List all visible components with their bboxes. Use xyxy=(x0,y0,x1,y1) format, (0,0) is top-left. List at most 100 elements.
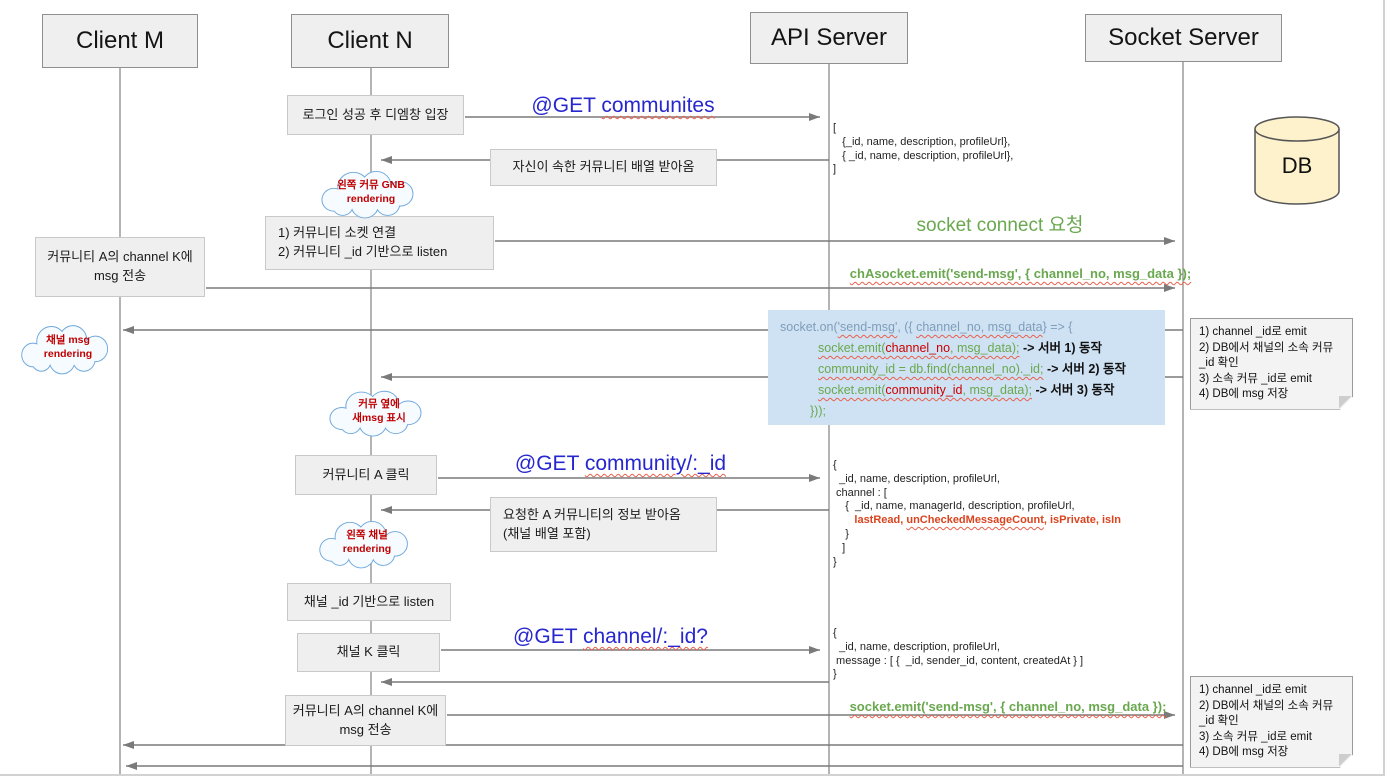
code-seg: -> 서버 1) 동작 xyxy=(1019,341,1102,355)
json-line: ] xyxy=(833,541,846,554)
json-line: { xyxy=(833,627,837,639)
json-communities-payload: [ {_id, name, description, profileUrl}, … xyxy=(833,122,1013,177)
json-line: message : [ { _id, sender_id, content, c… xyxy=(833,654,1084,667)
box-community-info: 요청한 A 커뮤니티의 정보 받아옴 (채널 배열 포함) xyxy=(490,497,717,552)
code-seg: } => { xyxy=(1042,320,1073,334)
box-community-click: 커뮤니티 A 클릭 xyxy=(295,455,437,495)
json-seg: lastRead, xyxy=(833,514,907,527)
box-receive-communities: 자신이 속한 커뮤니티 배열 받아옴 xyxy=(490,149,717,186)
code-line-1: socket.on('send-msg', ({ channel_no, msg… xyxy=(778,317,1155,338)
box-receive-communities-text: 자신이 속한 커뮤니티 배열 받아옴 xyxy=(512,159,695,175)
code-line-2: socket.emit(channel_no, msg_data); -> 서버… xyxy=(778,338,1155,359)
actor-client-m-label: Client M xyxy=(75,27,165,54)
actor-client-m: Client M xyxy=(42,14,198,68)
cloud-text-line: 왼쪽 채널 xyxy=(346,529,388,542)
cloud-text-line: rendering xyxy=(346,193,396,205)
note-line: 2) DB에서 채널의 소속 커뮤 xyxy=(1199,341,1334,354)
code-seg: 'send-msg' xyxy=(837,320,898,334)
json-line: { _id, name, managerId, description, pro… xyxy=(833,500,1075,513)
cloud-shape xyxy=(21,325,109,375)
code-seg: -> 서버 3) 동작 xyxy=(1032,383,1115,397)
label-get-prefix: @GET xyxy=(513,625,583,648)
label-socket-emit-text: socket.emit('send-msg', { channel_no, ms… xyxy=(849,699,1167,714)
code-box-socket-handler: socket.on('send-msg', ({ channel_no, msg… xyxy=(768,310,1165,425)
json-line: } xyxy=(833,527,849,540)
db-cylinder: DB xyxy=(1253,115,1341,207)
note-line: 2) DB에서 채널의 소속 커뮤 xyxy=(1199,699,1334,712)
cloud-shape xyxy=(329,390,422,437)
cloud-text-line: 커뮤 옆에 xyxy=(358,398,400,411)
box-community-info-line1: 요청한 A 커뮤니티의 정보 받아옴 xyxy=(503,506,681,522)
box-socket-step-2: 2) 커뮤니티 _id 기반으로 listen xyxy=(278,244,448,259)
box-login-text: 로그인 성공 후 디엠창 입장 xyxy=(302,106,449,122)
box-client-n-send-line1: 커뮤니티 A의 channel K에 xyxy=(292,702,439,718)
cloud-shape xyxy=(319,520,408,569)
label-socket-emit: socket.emit('send-msg', { channel_no, ms… xyxy=(843,699,1173,714)
json-line: _id, name, description, profileUrl, xyxy=(833,640,1000,653)
box-client-m-send: 커뮤니티 A의 channel K에 msg 전송 xyxy=(35,237,205,297)
code-seg: , msg_data); xyxy=(962,383,1032,397)
label-cha-emit-text: chAsocket.emit('send-msg', { channel_no,… xyxy=(849,266,1192,281)
actor-socket-server: Socket Server xyxy=(1085,14,1282,62)
json-line: channel : [ xyxy=(833,486,887,499)
code-seg: channel_no, msg_data xyxy=(916,320,1043,334)
cloud-text-line: rendering xyxy=(342,543,392,555)
box-community-click-text: 커뮤니티 A 클릭 xyxy=(322,466,410,482)
actor-api-server: API Server xyxy=(750,12,908,64)
note-line: 3) 소속 커뮤 _id로 emit xyxy=(1199,372,1312,385)
box-channel-listen: 채널 _id 기반으로 listen xyxy=(287,583,451,621)
actor-client-n-label: Client N xyxy=(327,27,413,54)
json-line: } xyxy=(833,555,837,568)
code-seg: })); xyxy=(810,404,826,418)
json-seg: , isPrivate, isIn xyxy=(1043,514,1121,527)
json-seg: unCheckedMessageCount xyxy=(906,514,1044,527)
label-socket-connect-text: socket connect 요청 xyxy=(916,215,1084,236)
note-line: 3) 소속 커뮤 _id로 emit xyxy=(1199,730,1312,743)
code-line-4: socket.emit(community_id, msg_data); -> … xyxy=(778,380,1155,401)
cloud-text-line: rendering xyxy=(43,348,93,360)
box-client-n-send-line2: msg 전송 xyxy=(339,721,392,737)
cloud-shape xyxy=(321,170,414,219)
label-get-channel-word: channel/:_id? xyxy=(583,625,708,648)
box-socket-steps: 1) 커뮤니티 소켓 연결 2) 커뮤니티 _id 기반으로 listen xyxy=(265,216,494,270)
note-line: 4) DB에 msg 저장 xyxy=(1199,746,1289,759)
json-line: _id, name, description, profileUrl, xyxy=(833,472,1000,485)
json-line-highlight: lastRead, unCheckedMessageCount, isPriva… xyxy=(833,514,1121,528)
box-channel-click: 채널 K 클릭 xyxy=(297,633,440,672)
code-line-3: community_id = db.find(channel_no)._id; … xyxy=(778,359,1155,380)
note-line: 1) channel _id로 emit xyxy=(1199,684,1307,696)
note-line: _id 확인 xyxy=(1199,715,1239,728)
code-seg: community_id xyxy=(885,383,963,397)
label-get-communities: @GET communites xyxy=(528,94,718,118)
actor-client-n: Client N xyxy=(291,14,449,68)
cloud-text-line: 왼쪽 커뮤 GNB xyxy=(337,179,405,192)
json-line: [ xyxy=(833,122,837,134)
label-get-community: @GET community/:_id xyxy=(503,452,738,476)
code-seg: socket.emit( xyxy=(818,383,886,397)
box-community-info-line2: (채널 배열 포함) xyxy=(503,525,591,541)
code-seg: socket.on( xyxy=(780,320,838,334)
code-seg: -> 서버 2) 동작 xyxy=(1043,362,1126,376)
db-cylinder-shape xyxy=(1254,116,1340,205)
json-line: ] xyxy=(833,163,837,176)
actor-api-server-label: API Server xyxy=(770,24,888,51)
json-line: {_id, name, description, profileUrl}, xyxy=(833,135,1011,148)
box-login: 로그인 성공 후 디엠창 입장 xyxy=(287,95,464,135)
json-line: } xyxy=(833,668,837,681)
cloud-text-line: 채널 msg xyxy=(46,334,90,347)
box-channel-click-text: 채널 K 클릭 xyxy=(336,644,401,660)
label-get-community-word: community/:_id xyxy=(584,452,727,475)
box-socket-step-1: 1) 커뮤니티 소켓 연결 xyxy=(278,225,397,241)
box-client-m-send-line1: 커뮤니티 A의 channel K에 xyxy=(47,249,193,265)
label-get-channel: @GET channel/:_id? xyxy=(503,625,718,649)
code-seg: channel_no xyxy=(885,341,951,355)
note-server-steps-2: 1) channel _id로 emit 2) DB에서 채널의 소속 커뮤 _… xyxy=(1190,676,1353,768)
